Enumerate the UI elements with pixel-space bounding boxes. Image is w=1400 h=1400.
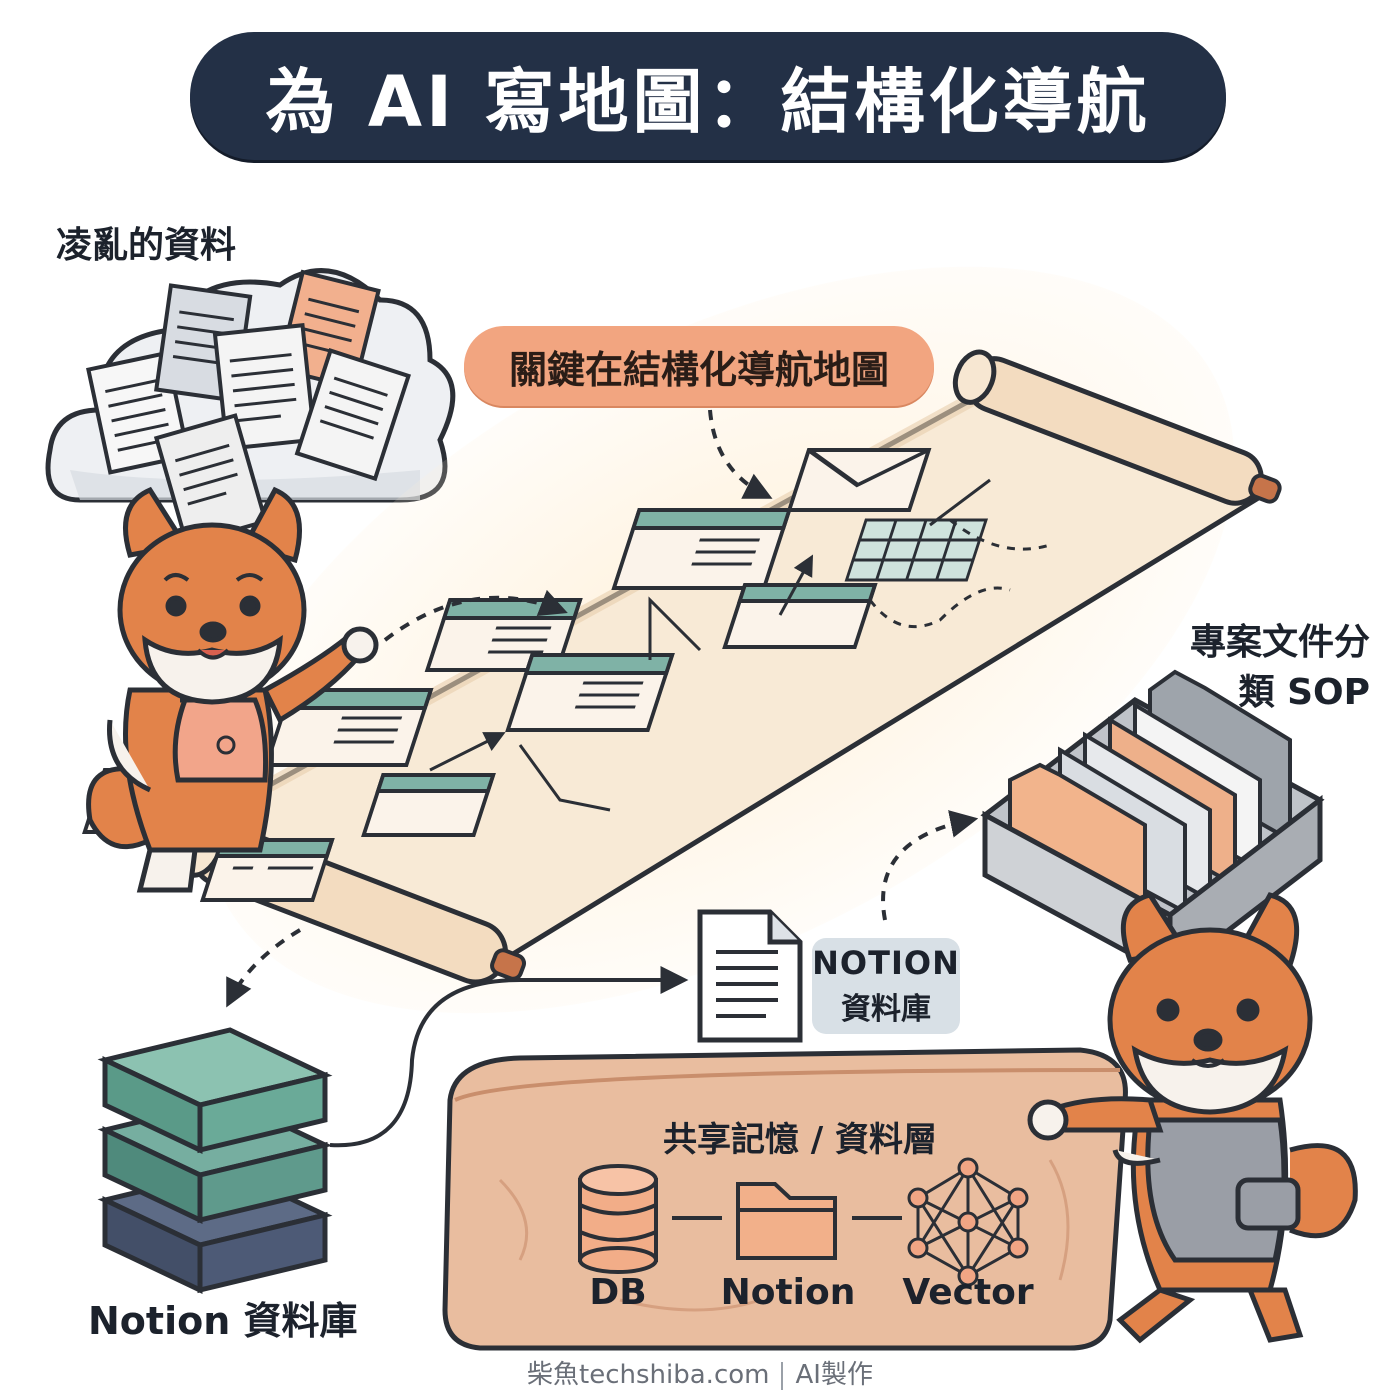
- folder-icon: [736, 1182, 837, 1260]
- sop-label: 專案文件分 類 SOP: [1190, 618, 1370, 719]
- document-icon: [697, 909, 803, 1043]
- scroll-icon: [82, 266, 1282, 1014]
- notion-tag: NOTION 資料庫: [812, 938, 960, 1034]
- envelope-icon: [786, 448, 932, 512]
- map-connectors: [429, 478, 1051, 812]
- page-title: 為 AI 寫地圖：結構化導航: [265, 60, 1151, 143]
- title-bar: 為 AI 寫地圖：結構化導航: [190, 32, 1226, 160]
- window-card-icon: [82, 508, 878, 902]
- shiba-dog-icon: [1027, 892, 1358, 1344]
- notion-tag-line-2: 資料庫: [841, 992, 931, 1027]
- footer-site: 柴魚techshiba.com: [527, 1360, 770, 1390]
- notion-db-label: Notion 資料庫: [88, 1299, 358, 1343]
- messy-data-cloud: [45, 268, 456, 547]
- grid-icon: [844, 518, 989, 582]
- shared-layer-title: 共享記憶 / 資料層: [662, 1120, 938, 1160]
- sop-label-line-1: 專案文件分: [1189, 622, 1370, 663]
- footer-divider: [781, 1361, 784, 1390]
- folder-box: [980, 669, 1325, 981]
- messy-data-label: 凌亂的資料: [56, 225, 237, 266]
- key-pill: 關鍵在結構化導航地圖: [464, 326, 934, 406]
- footer: 柴魚techshiba.com AI製作: [0, 1354, 1400, 1391]
- store-label-vector: Vector: [902, 1272, 1034, 1313]
- store-label-db: DB: [589, 1272, 647, 1313]
- shiba-dog-icon: [86, 486, 379, 893]
- flow-arrows: [226, 409, 979, 1008]
- network-icon: [907, 1157, 1029, 1287]
- stack-icon: [97, 1027, 333, 1294]
- database-icon: [578, 1164, 658, 1274]
- footer-credit: AI製作: [795, 1360, 873, 1390]
- notion-link-line: [329, 966, 689, 1148]
- store-label-notion: Notion: [720, 1272, 856, 1313]
- sop-label-line-2: 類 SOP: [1238, 672, 1370, 714]
- notion-tag-line-1: NOTION: [812, 944, 960, 982]
- key-pill-text: 關鍵在結構化導航地圖: [508, 347, 889, 392]
- document-icon: [86, 269, 412, 547]
